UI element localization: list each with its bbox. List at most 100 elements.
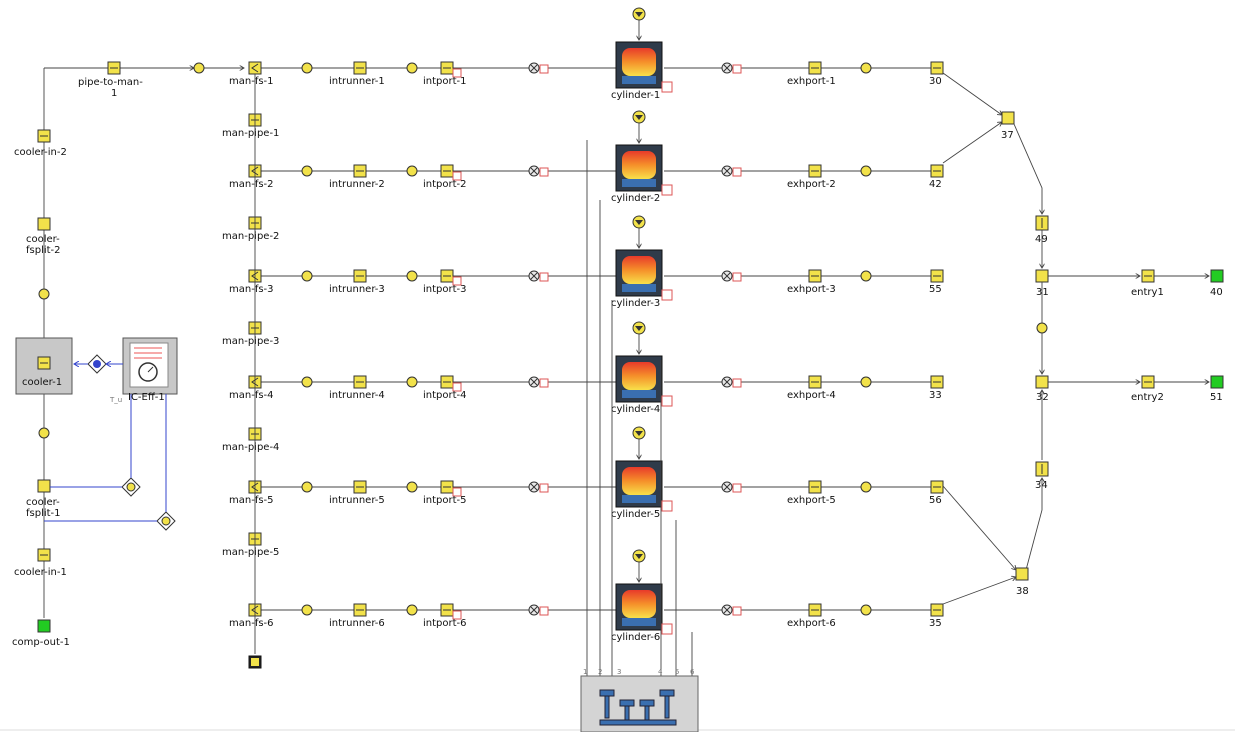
cooler-fsplit-2-block[interactable] (37, 217, 51, 231)
exhport-label: exhport-5 (787, 495, 836, 506)
svg-text:entry2: entry2 (1131, 392, 1164, 403)
cooler-fsplit-1-block[interactable] (37, 479, 51, 493)
cooler-fsplit-1-label-a: cooler- (26, 497, 60, 508)
orifice-icon[interactable] (406, 604, 418, 616)
cooler-chain: comp-out-1 cooler-in-1 cooler- fsplit-1 … (12, 61, 244, 648)
intrunner-label: intrunner-1 (329, 76, 385, 87)
exhport-label: exhport-3 (787, 284, 836, 295)
orifice-icon[interactable] (860, 165, 872, 177)
man-fs-label: man-fs-3 (229, 284, 274, 295)
svg-text:51: 51 (1210, 392, 1223, 403)
cooler-in-1-label: cooler-in-1 (14, 567, 67, 578)
svg-text:6: 6 (690, 668, 695, 676)
svg-text:37: 37 (1001, 130, 1014, 141)
intrunner-label: intrunner-2 (329, 179, 385, 190)
intrunner-label: intrunner-6 (329, 618, 385, 629)
man-fs-label: man-fs-6 (229, 618, 274, 629)
node-37[interactable] (1001, 111, 1015, 125)
exhaust-collection: 37 49 31 entry1 40 32 entry2 51 (942, 72, 1224, 605)
engine-crank-block: 1 2 3 4 5 6 (580, 140, 699, 732)
intrunner-label: intrunner-4 (329, 390, 385, 401)
svg-text:34: 34 (1035, 480, 1048, 491)
svg-text:38: 38 (1016, 586, 1029, 597)
node-32[interactable] (1035, 375, 1049, 389)
exhport-label: exhport-4 (787, 390, 836, 401)
orifice-icon[interactable] (301, 481, 313, 493)
orifice-icon[interactable] (193, 62, 205, 74)
intport-label: intport-3 (423, 284, 467, 295)
svg-text:49: 49 (1035, 234, 1048, 245)
intport-label: intport-6 (423, 618, 467, 629)
orifice-icon[interactable] (301, 376, 313, 388)
man-pipe-label: man-pipe-1 (222, 128, 279, 139)
cylinder-label: cylinder-4 (611, 404, 660, 415)
intport-label: intport-4 (423, 390, 467, 401)
orifice-icon[interactable] (860, 604, 872, 616)
cylinder-label: cylinder-1 (611, 90, 660, 101)
orifice-icon[interactable] (301, 604, 313, 616)
orifice-icon[interactable] (38, 288, 50, 300)
cooler-fsplit-1-label-b: fsplit-1 (26, 508, 61, 519)
orifice-icon[interactable] (406, 270, 418, 282)
cylinder-label: cylinder-3 (611, 298, 660, 309)
orifice-icon[interactable] (301, 270, 313, 282)
cylinder-label: cylinder-2 (611, 193, 660, 204)
orifice-icon[interactable] (301, 62, 313, 74)
exhport-label: exhport-6 (787, 618, 836, 629)
man-fs-label: man-fs-4 (229, 390, 274, 401)
node-31[interactable] (1035, 269, 1049, 283)
man-pipe-label: man-pipe-4 (222, 442, 279, 453)
cooler-fsplit-2-label-b: fsplit-2 (26, 245, 61, 256)
svg-text:2: 2 (598, 668, 602, 676)
cylinder-rows: man-fs-1 intrunner-1 intport-1 cylinder-1 ex… (222, 7, 944, 643)
svg-text:5: 5 (675, 668, 679, 676)
comp-out-label: comp-out-1 (12, 637, 70, 648)
man-fs-block[interactable] (248, 61, 262, 75)
orifice-icon[interactable] (406, 376, 418, 388)
exhaust-out-label: 35 (929, 618, 942, 629)
man-fs-label: man-fs-5 (229, 495, 274, 506)
cooler-1-label: cooler-1 (22, 377, 62, 388)
orifice-icon[interactable] (38, 427, 50, 439)
exhport-label: exhport-2 (787, 179, 836, 190)
svg-text:4: 4 (658, 668, 663, 676)
exhaust-out-label: 30 (929, 76, 942, 87)
end-51[interactable] (1210, 375, 1224, 389)
orifice-icon[interactable] (1036, 322, 1048, 334)
cooler-in-2-label: cooler-in-2 (14, 147, 67, 158)
man-fs-label: man-fs-1 (229, 76, 274, 87)
ic-eff-controller: IC-Eff-1 T_u (44, 337, 178, 531)
orifice-icon[interactable] (406, 165, 418, 177)
exhaust-out-label: 33 (929, 390, 942, 401)
intport-label: intport-1 (423, 76, 467, 87)
exhaust-out-label: 42 (929, 179, 942, 190)
cylinder-label: cylinder-6 (611, 632, 660, 643)
intrunner-label: intrunner-3 (329, 284, 385, 295)
exhport-label: exhport-1 (787, 76, 836, 87)
pipe-to-man-label-b: 1 (111, 88, 117, 99)
orifice-icon[interactable] (860, 62, 872, 74)
man-pipe-label: man-pipe-2 (222, 231, 279, 242)
man-pipe-label: man-pipe-3 (222, 336, 279, 347)
man-pipe-label: man-pipe-5 (222, 547, 279, 558)
ic-eff-label: IC-Eff-1 (128, 392, 165, 403)
orifice-icon[interactable] (860, 270, 872, 282)
orifice-icon[interactable] (301, 165, 313, 177)
comp-out-block[interactable] (37, 619, 51, 633)
node-38[interactable] (1015, 567, 1029, 581)
pipe-to-man-label-a: pipe-to-man- (78, 77, 143, 88)
svg-text:1: 1 (583, 668, 587, 676)
orifice-icon[interactable] (860, 481, 872, 493)
exhaust-out-label: 56 (929, 495, 942, 506)
end-40[interactable] (1210, 269, 1224, 283)
t-u-label: T_u (109, 396, 122, 404)
exhaust-out-label: 55 (929, 284, 942, 295)
svg-text:3: 3 (617, 668, 621, 676)
cooler-fsplit-2-label-a: cooler- (26, 234, 60, 245)
orifice-icon[interactable] (406, 481, 418, 493)
man-fs-label: man-fs-2 (229, 179, 274, 190)
orifice-icon[interactable] (860, 376, 872, 388)
orifice-icon[interactable] (406, 62, 418, 74)
svg-text:40: 40 (1210, 287, 1223, 298)
